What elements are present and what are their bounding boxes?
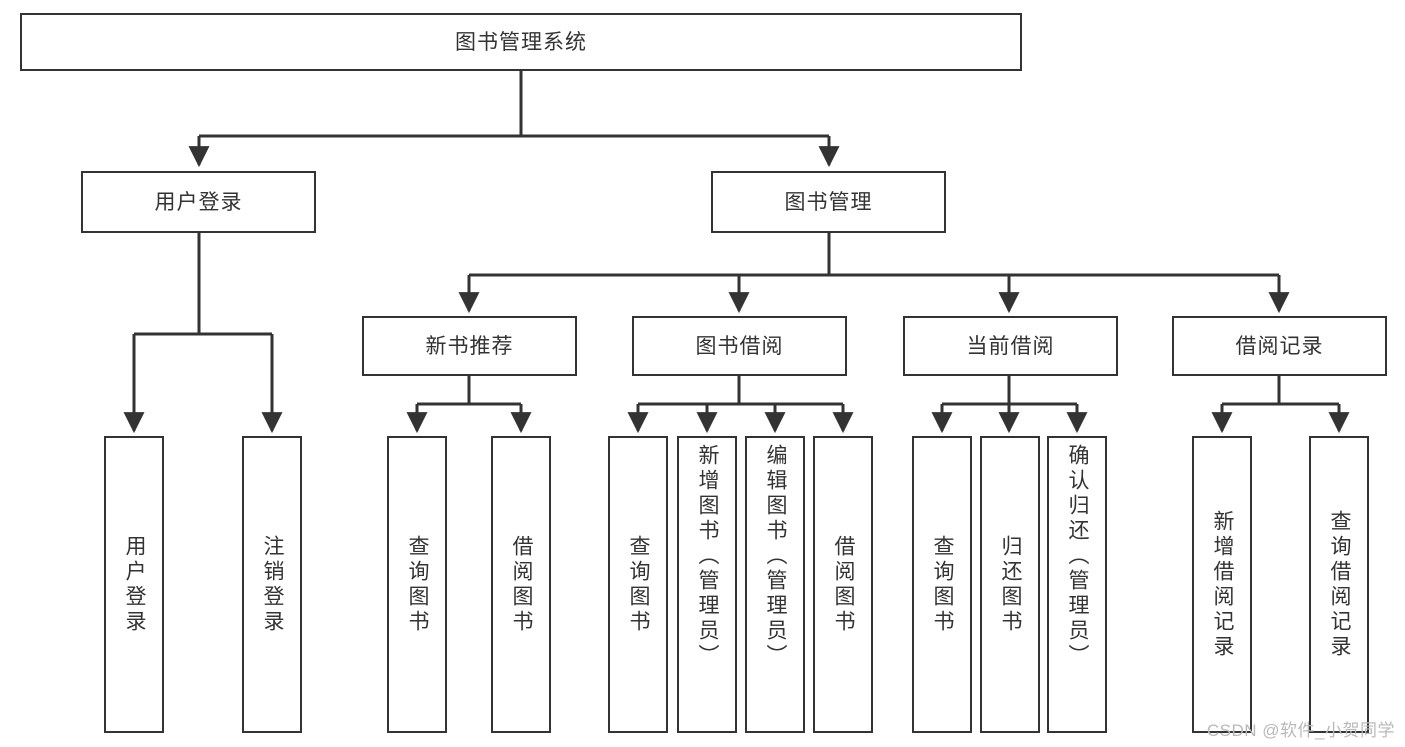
leaf-confirm-return-admin-label: 确认归还（管理员）	[1066, 444, 1090, 669]
leaf-add-book-admin-label: 新增图书（管理员）	[696, 444, 720, 669]
node-book-manage[interactable]: 图书管理	[711, 171, 946, 233]
leaf-logout[interactable]: 注销登录	[242, 436, 302, 733]
leaf-confirm-return-admin[interactable]: 确认归还（管理员）	[1047, 436, 1107, 733]
node-user-login-label: 用户登录	[154, 190, 243, 214]
leaf-add-borrow-record-label: 新增借阅记录	[1211, 509, 1235, 660]
node-borrow-record-label: 借阅记录	[1235, 334, 1324, 358]
node-new-book-recommend-label: 新书推荐	[425, 334, 514, 358]
leaf-query-book-current[interactable]: 查询图书	[912, 436, 972, 733]
leaf-query-borrow-record[interactable]: 查询借阅记录	[1309, 436, 1369, 733]
leaf-query-borrow-record-label: 查询借阅记录	[1328, 509, 1352, 660]
node-root-label: 图书管理系统	[455, 30, 587, 54]
leaf-user-login[interactable]: 用户登录	[104, 436, 164, 733]
node-new-book-recommend[interactable]: 新书推荐	[362, 316, 577, 376]
node-current-borrow-label: 当前借阅	[966, 334, 1055, 358]
leaf-return-book-label: 归还图书	[999, 534, 1023, 635]
leaf-logout-label: 注销登录	[261, 534, 285, 635]
node-user-login[interactable]: 用户登录	[81, 171, 316, 233]
leaf-edit-book-admin-label: 编辑图书（管理员）	[764, 444, 788, 669]
leaf-query-book-current-label: 查询图书	[931, 534, 955, 635]
leaf-borrow-book-borrow-label: 借阅图书	[832, 534, 856, 635]
leaf-borrow-book-newbook[interactable]: 借阅图书	[491, 436, 551, 733]
leaf-add-book-admin[interactable]: 新增图书（管理员）	[677, 436, 737, 733]
leaf-edit-book-admin[interactable]: 编辑图书（管理员）	[745, 436, 805, 733]
node-book-manage-label: 图书管理	[784, 190, 873, 214]
leaf-return-book[interactable]: 归还图书	[980, 436, 1040, 733]
leaf-query-book-borrow[interactable]: 查询图书	[608, 436, 668, 733]
node-book-borrow-label: 图书借阅	[695, 334, 784, 358]
node-book-borrow[interactable]: 图书借阅	[632, 316, 847, 376]
leaf-user-login-label: 用户登录	[123, 534, 147, 635]
leaf-query-book-newbook-label: 查询图书	[406, 534, 430, 635]
leaf-borrow-book-newbook-label: 借阅图书	[510, 534, 534, 635]
node-borrow-record[interactable]: 借阅记录	[1172, 316, 1387, 376]
leaf-borrow-book-borrow[interactable]: 借阅图书	[813, 436, 873, 733]
node-current-borrow[interactable]: 当前借阅	[903, 316, 1118, 376]
node-root[interactable]: 图书管理系统	[20, 13, 1022, 71]
leaf-add-borrow-record[interactable]: 新增借阅记录	[1192, 436, 1252, 733]
leaf-query-book-newbook[interactable]: 查询图书	[387, 436, 447, 733]
leaf-query-book-borrow-label: 查询图书	[627, 534, 651, 635]
